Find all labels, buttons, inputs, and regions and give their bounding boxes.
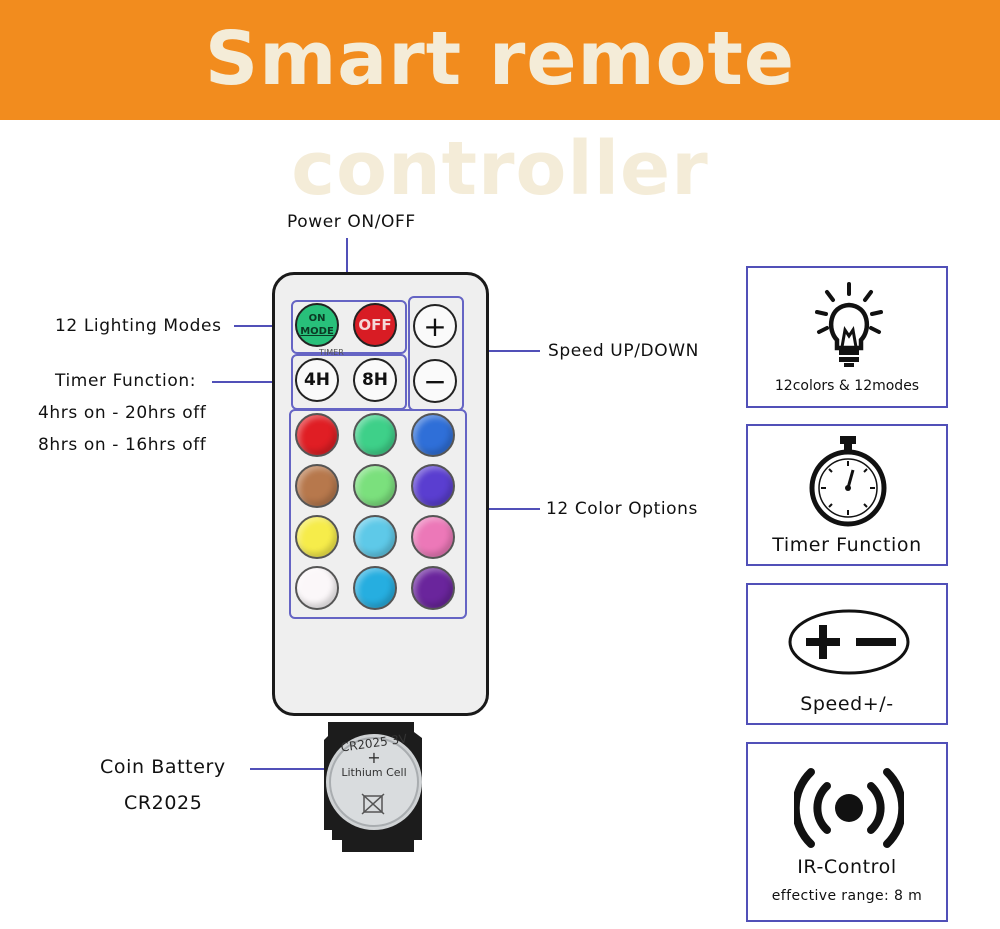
feature-card-colors-text: 12colors & 12modes [774,378,920,394]
callout-lighting-modes: 12 Lighting Modes [55,316,222,336]
callout-color-line [464,508,540,510]
color-button-7[interactable] [295,515,339,559]
feature-card-ir: IR-Control effective range: 8 m [746,742,948,922]
callout-battery-model: CR2025 [124,792,203,814]
coin-battery: CR2025 3V + Lithium Cell [318,718,428,854]
power-group-outline [291,300,407,354]
header-banner: Smart remote controller [0,0,1000,212]
ir-signal-icon [794,768,904,848]
feature-card-timer-text: Timer Function [772,534,922,556]
color-button-4[interactable] [295,464,339,508]
callout-lighting-line [234,325,294,327]
remote-control: ON MODE OFF TIMER + − 4H 8H [272,272,489,716]
color-button-9[interactable] [411,515,455,559]
callout-power: Power ON/OFF [287,212,416,232]
color-group-outline [289,409,467,619]
timer-8h-button[interactable]: 8H [353,358,397,402]
timer-label: TIMER [319,348,344,357]
callout-speed: Speed UP/DOWN [548,341,699,361]
color-button-1[interactable] [295,413,339,457]
bulb-icon [815,282,883,367]
battery-type-text: Lithium Cell [341,766,407,779]
callout-color-options: 12 Color Options [546,499,699,519]
feature-card-speed-text: Speed+/- [800,693,894,715]
color-button-5[interactable] [353,464,397,508]
feature-card-ir-subtext: effective range: 8 m [771,888,923,904]
color-button-12[interactable] [411,566,455,610]
off-button[interactable]: OFF [353,303,397,347]
callout-timer-line2: 8hrs on - 16hrs off [38,435,207,455]
callout-timer-line1: 4hrs on - 20hrs off [38,403,207,423]
speed-down-button[interactable]: − [413,359,457,403]
timer-4h-button[interactable]: 4H [295,358,339,402]
feature-card-timer: Timer Function [746,424,948,566]
callout-speed-line [462,350,540,352]
feature-card-speed: Speed+/- [746,583,948,725]
speed-up-button[interactable]: + [413,304,457,348]
feature-card-colors: 12colors & 12modes [746,266,948,408]
color-button-6[interactable] [411,464,455,508]
speed-icon [788,609,910,675]
color-button-2[interactable] [353,413,397,457]
color-button-8[interactable] [353,515,397,559]
callout-timer: Timer Function: [55,371,197,391]
on-mode-button[interactable]: ON MODE [295,303,339,347]
callout-timer-line [212,381,292,383]
feature-card-ir-text: IR-Control [797,856,897,878]
color-button-10[interactable] [295,566,339,610]
stopwatch-icon [809,436,887,527]
color-button-3[interactable] [411,413,455,457]
mode-label: MODE [300,326,334,337]
callout-battery-line [250,768,332,770]
battery-plus-symbol: + [367,748,381,767]
color-button-11[interactable] [353,566,397,610]
page-title: Smart remote controller [204,16,796,212]
callout-power-line [346,238,348,300]
on-label: ON [308,313,326,324]
callout-battery: Coin Battery [100,756,226,778]
